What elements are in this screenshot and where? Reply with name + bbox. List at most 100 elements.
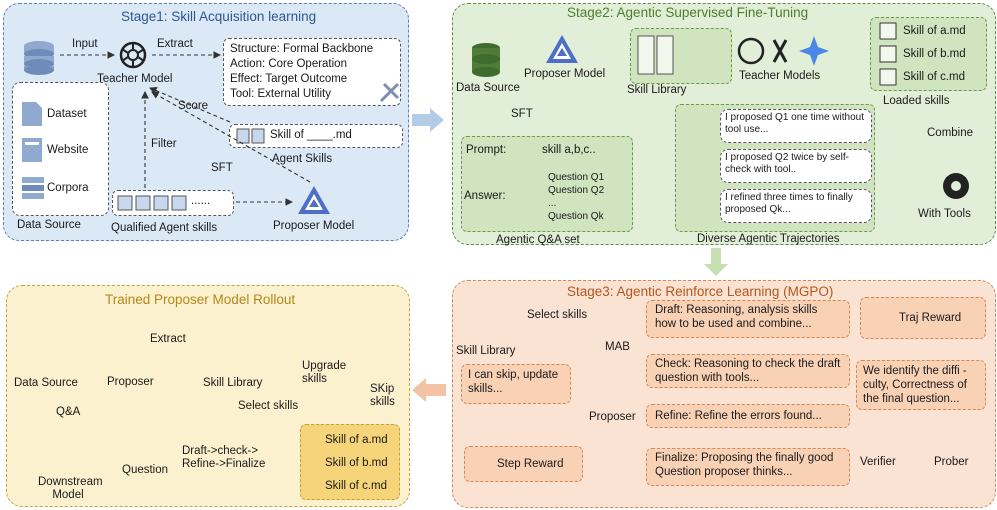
prober-label: Prober bbox=[934, 456, 969, 468]
finalize-step: Finalize: Proposing the finally good Que… bbox=[646, 448, 850, 486]
agent-skill-box: Skill of ____.md bbox=[229, 124, 403, 148]
doc-icons bbox=[879, 22, 897, 86]
upgrade-label: Upgrade skills bbox=[302, 360, 347, 385]
teacher-models-label: Teacher Models bbox=[739, 70, 821, 82]
database-icon bbox=[472, 43, 500, 77]
dataset-icon bbox=[22, 102, 42, 126]
prompt-label: Prompt: bbox=[466, 144, 507, 156]
doc-icons bbox=[117, 195, 187, 211]
qa-label: Agentic Q&A set bbox=[496, 234, 580, 246]
extract-label: Extract bbox=[150, 333, 186, 345]
stage2-title: Stage2: Agentic Supervised Fine-Tuning bbox=[567, 5, 809, 20]
prompt-text: skill a,b,c.. bbox=[542, 144, 596, 156]
draft-step: Draft: Reasoning, analysis skills how to… bbox=[646, 300, 850, 338]
skill-structure-box: Structure: Formal Backbone Action: Core … bbox=[223, 38, 401, 106]
score-label: Score bbox=[178, 100, 209, 112]
teacher-model-label: Teacher Model bbox=[97, 73, 173, 85]
ellipsis: ...... bbox=[191, 195, 211, 207]
skill-item: Skill of b.md bbox=[325, 457, 388, 469]
sft-label: SFT bbox=[211, 162, 233, 174]
traj-reward-label: Traj Reward bbox=[899, 312, 962, 324]
trajectory-bubble: I proposed Q1 one time without tool use.… bbox=[720, 109, 872, 143]
trajectory-bubble: I proposed Q2 twice by self-check with t… bbox=[720, 149, 872, 183]
database-icon bbox=[24, 41, 54, 75]
source-list-box: Dataset Website Corpora bbox=[12, 82, 109, 216]
doc-icon bbox=[236, 128, 265, 144]
data-source-label: Data Source bbox=[456, 82, 520, 94]
answer-item: Question Q2 bbox=[548, 185, 605, 196]
trajectories-box: I proposed Q1 one time without tool use.… bbox=[675, 104, 875, 232]
input-label: Input bbox=[72, 38, 98, 50]
identify-box: We identify the diffi -culty, Correctnes… bbox=[856, 360, 986, 410]
sft-label: SFT bbox=[511, 108, 533, 120]
rollout-skills-box: Skill of a.md Skill of b.md Skill of c.m… bbox=[300, 424, 400, 500]
proposer-label: Proposer bbox=[589, 411, 636, 423]
loaded-skill: Skill of a.md bbox=[903, 25, 966, 37]
qa-label: Q&A bbox=[56, 406, 81, 418]
qualified-skills-box: ...... bbox=[112, 190, 234, 216]
proposer-label: Proposer Model bbox=[273, 220, 355, 232]
library-icon bbox=[637, 35, 674, 75]
step-reward-label: Step Reward bbox=[497, 458, 564, 470]
check-step: Check: Reasoning to check the draft ques… bbox=[646, 354, 850, 388]
select-label: Select skills bbox=[527, 309, 588, 321]
tool-icon bbox=[379, 82, 400, 103]
verifier-label: Verifier bbox=[860, 456, 896, 468]
skill-library-box bbox=[630, 28, 732, 84]
mab-label: MAB bbox=[605, 341, 630, 353]
trajectory-bubble: I refined three times to finally propose… bbox=[720, 189, 872, 223]
agent-skill-text: Skill of ____.md bbox=[270, 129, 352, 141]
data-source-label: Data Source bbox=[17, 219, 81, 231]
qa-box: Prompt: skill a,b,c.. Answer: Question Q… bbox=[461, 136, 633, 232]
flow-label: Draft->check-> Refine->Finalize bbox=[182, 445, 266, 470]
skill-item: Skill of a.md bbox=[325, 434, 388, 446]
skip-box: I can skip, update skills... bbox=[461, 364, 571, 404]
proposer-label: Proposer bbox=[107, 376, 154, 388]
corpora-icon bbox=[22, 177, 44, 199]
refine-step: Refine: Refine the errors found... bbox=[646, 404, 850, 428]
website-label: Website bbox=[47, 144, 89, 156]
proposer-label: Proposer Model bbox=[524, 68, 606, 80]
gear-icon bbox=[943, 173, 969, 199]
skill-library-label: Skill Library bbox=[203, 377, 263, 389]
extract-label: Extract bbox=[157, 38, 193, 50]
loaded-skills-box: Skill of a.md Skill of b.md Skill of c.m… bbox=[870, 17, 987, 91]
select-label: Select skills bbox=[238, 400, 299, 412]
openai-icon bbox=[119, 41, 147, 69]
qualified-label: Qualified Agent skills bbox=[111, 222, 218, 234]
skip-label: SKip skills bbox=[370, 383, 395, 408]
data-source-label: Data Source bbox=[14, 377, 78, 389]
answer-item: Question Qk bbox=[548, 211, 604, 222]
with-tools-label: With Tools bbox=[918, 208, 971, 220]
proposer-icon bbox=[298, 186, 330, 214]
website-icon bbox=[22, 138, 42, 162]
skill-library-label: Skill Library bbox=[627, 84, 687, 96]
agent-skills-label: Agent Skills bbox=[272, 153, 333, 165]
teacher-models-icon bbox=[737, 36, 829, 66]
trajectories-label: Diverse Agentic Trajectories bbox=[697, 233, 840, 245]
traj-reward-box: Traj Reward bbox=[860, 297, 986, 339]
downstream-label: Downstream Model bbox=[38, 476, 103, 501]
tool-line: Tool: External Utility bbox=[230, 88, 331, 100]
question-label: Question bbox=[122, 464, 169, 476]
effect-line: Effect: Target Outcome bbox=[230, 73, 348, 85]
rollout-title: Trained Proposer Model Rollout bbox=[105, 292, 296, 307]
proposer-icon bbox=[546, 35, 578, 63]
loaded-skills-label: Loaded skills bbox=[883, 95, 950, 107]
combine-label: Combine bbox=[927, 127, 974, 139]
skill-library-label: Skill Library bbox=[456, 345, 516, 357]
stage3-title: Stage3: Agentic Reinforce Learning (MGPO… bbox=[567, 284, 834, 299]
answer-item: ... bbox=[548, 198, 557, 209]
action-line: Action: Core Operation bbox=[230, 58, 347, 70]
dataset-label: Dataset bbox=[47, 108, 87, 120]
answer-label: Answer: bbox=[464, 190, 506, 202]
loaded-skill: Skill of b.md bbox=[903, 48, 966, 60]
structure-line: Structure: Formal Backbone bbox=[230, 43, 374, 55]
stage1-title: Stage1: Skill Acquisition learning bbox=[121, 9, 317, 24]
filter-label: Filter bbox=[151, 138, 177, 150]
corpora-label: Corpora bbox=[47, 182, 89, 194]
loaded-skill: Skill of c.md bbox=[903, 71, 965, 83]
step-reward-box: Step Reward bbox=[464, 446, 583, 482]
answer-item: Question Q1 bbox=[548, 172, 605, 183]
skill-item: Skill of c.md bbox=[325, 480, 387, 492]
